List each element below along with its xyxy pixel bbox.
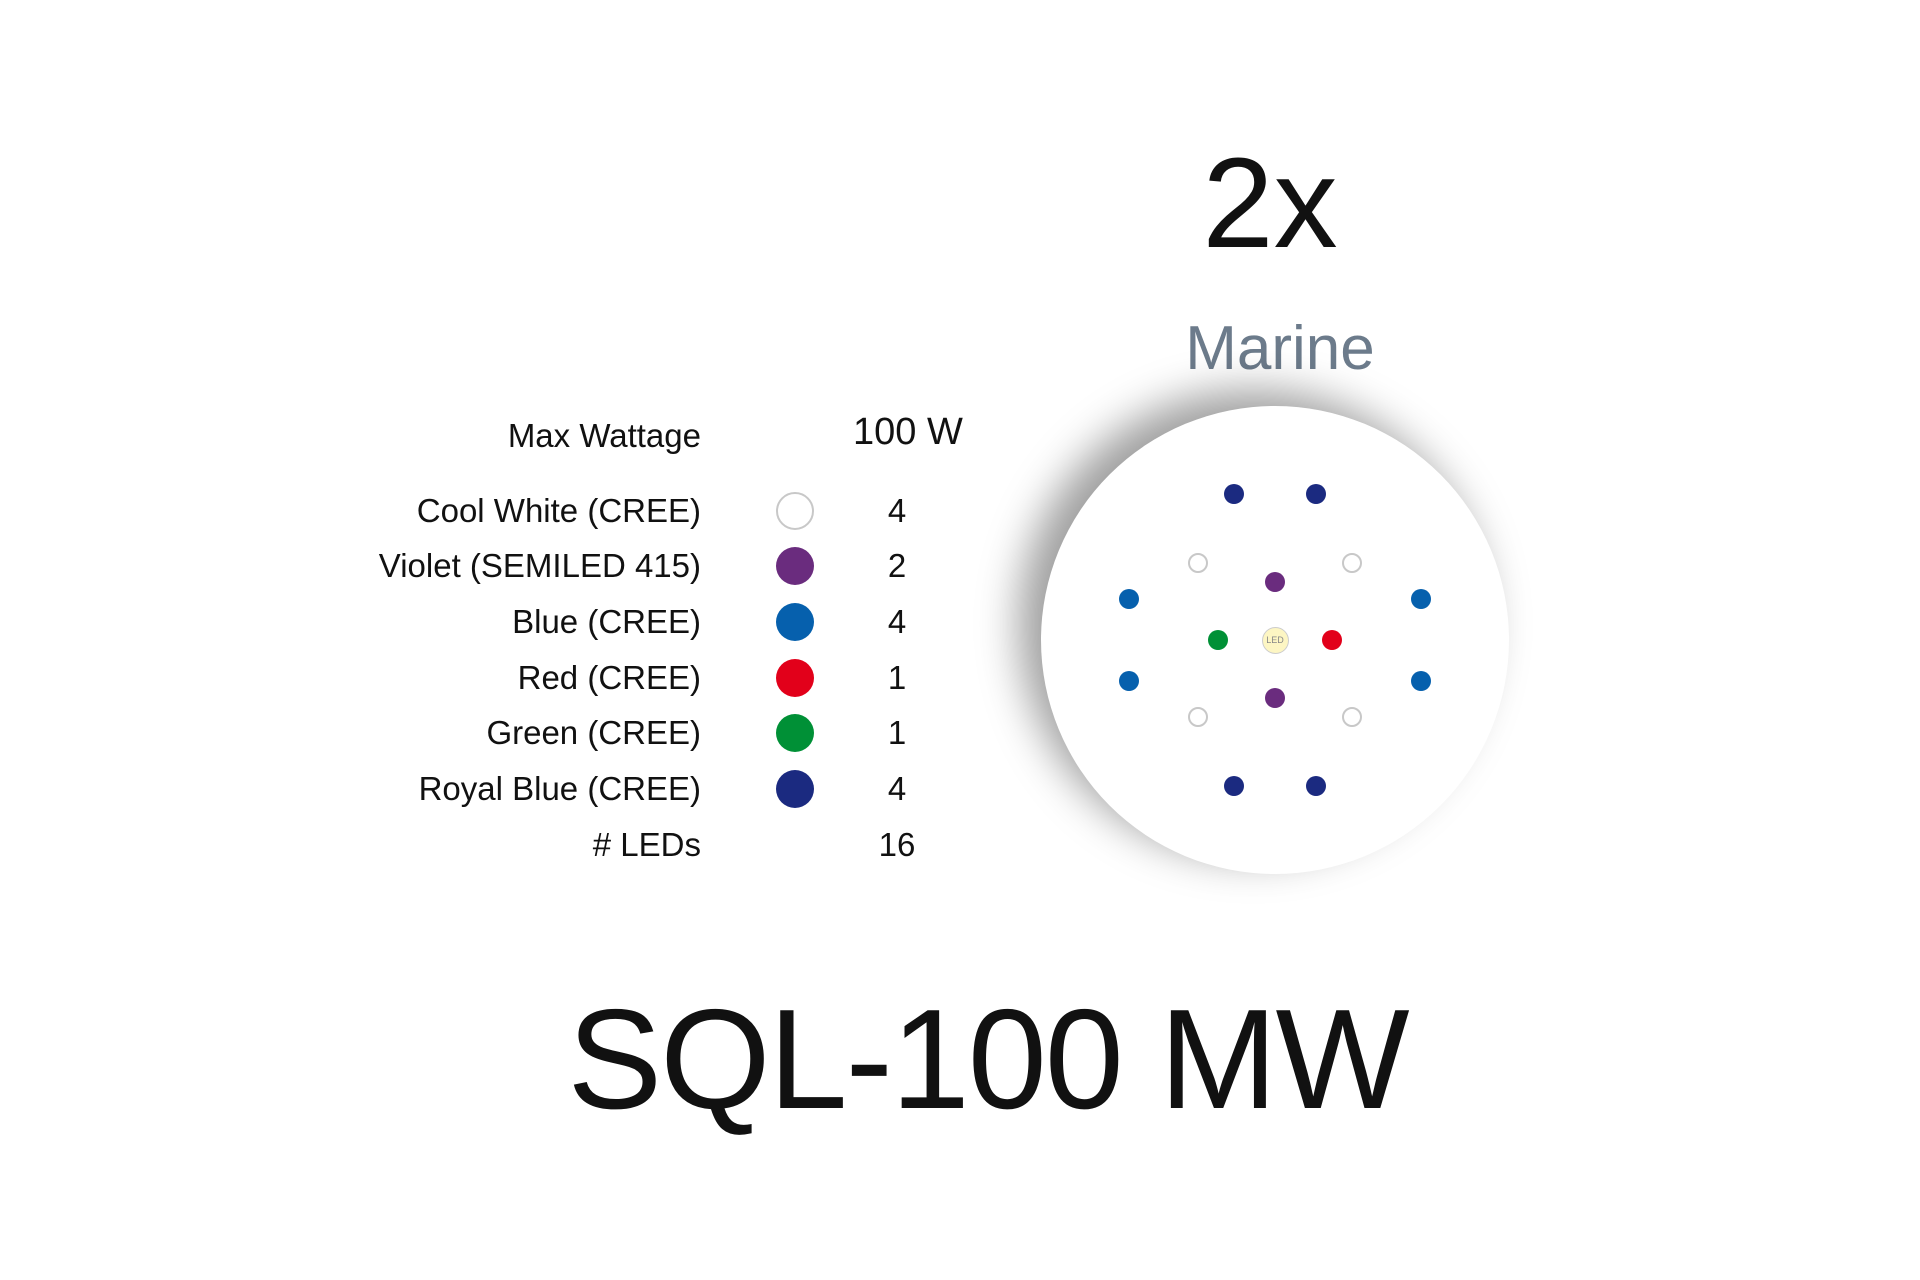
led-count: 4	[887, 603, 907, 640]
total-leds-value: 16	[878, 826, 916, 863]
series-label: Marine	[1185, 314, 1375, 383]
led-color-swatch-icon	[776, 714, 814, 752]
led-color-swatch-icon	[776, 770, 814, 808]
center-led-badge: LED	[1261, 626, 1289, 654]
led-dot-icon	[1265, 688, 1285, 708]
led-dot-icon	[1119, 671, 1139, 691]
led-dot-icon	[1342, 553, 1362, 573]
led-dot-icon	[1119, 589, 1139, 609]
quantity-heading: 2x	[1202, 132, 1338, 275]
led-color-swatch-icon	[776, 547, 814, 585]
led-dot-icon	[1306, 484, 1326, 504]
led-count: 1	[887, 659, 907, 696]
led-dot-icon	[1188, 707, 1208, 727]
total-leds-label: # LEDs	[592, 826, 701, 863]
led-dot-icon	[1208, 630, 1228, 650]
led-type-label: Royal Blue (CREE)	[418, 770, 701, 807]
led-type-label: Blue (CREE)	[512, 603, 701, 640]
led-type-label: Cool White (CREE)	[416, 492, 701, 529]
led-count: 4	[887, 770, 907, 807]
max-wattage-label: Max Wattage	[507, 417, 701, 454]
led-dot-icon	[1322, 630, 1342, 650]
model-name: SQL-100 MW	[567, 980, 1409, 1139]
led-color-swatch-icon	[776, 659, 814, 697]
led-dot-icon	[1411, 671, 1431, 691]
led-board-diagram: LED	[1041, 406, 1509, 874]
led-count: 1	[887, 714, 907, 751]
max-wattage-value: 100 W	[853, 411, 963, 453]
led-dot-icon	[1411, 589, 1431, 609]
led-type-label: Violet (SEMILED 415)	[378, 547, 701, 584]
led-dot-icon	[1224, 776, 1244, 796]
led-dot-icon	[1306, 776, 1326, 796]
led-type-label: Red (CREE)	[517, 659, 701, 696]
led-dot-icon	[1342, 707, 1362, 727]
led-type-label: Green (CREE)	[486, 714, 701, 751]
led-dot-icon	[1265, 572, 1285, 592]
led-dot-icon	[1188, 553, 1208, 573]
led-count: 4	[887, 492, 907, 529]
led-dot-icon	[1224, 484, 1244, 504]
led-color-swatch-icon	[776, 603, 814, 641]
led-color-swatch-icon	[776, 492, 814, 530]
led-count: 2	[887, 547, 907, 584]
